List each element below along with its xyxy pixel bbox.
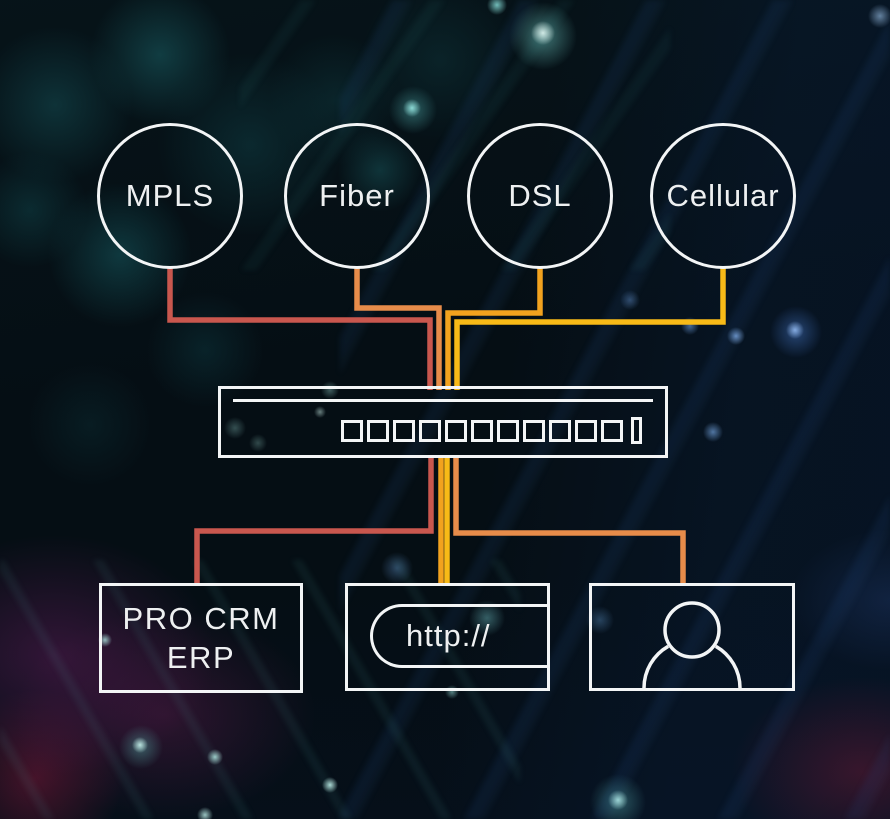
switch-port [601,419,623,442]
browser-box: http:// [345,583,550,691]
switch-top-line [233,399,653,402]
erp-label-line1: PRO CRM [122,601,280,636]
fiber-node: Fiber [284,123,430,269]
erp-box: PRO CRM ERP [99,583,303,693]
switch-node [218,386,668,458]
switch-port [341,419,363,442]
switch-port [471,419,493,442]
mpls-label: MPLS [125,178,215,213]
url-bar-pill: http:// [370,604,547,668]
switch-port [523,419,545,442]
dsl-node: DSL [467,123,613,269]
switch-port [497,419,519,442]
switch-port [445,419,467,442]
url-label: http:// [406,618,491,653]
mpls-node: MPLS [97,123,243,269]
switch-port [419,419,441,442]
dsl-label: DSL [508,178,572,213]
switch-port [549,419,571,442]
cellular-label: Cellular [666,178,780,213]
person-icon [642,601,742,688]
user-box [589,583,795,691]
fiber-label: Fiber [319,178,395,213]
erp-label-line2: ERP [166,640,236,675]
switch-port-small [631,417,642,444]
switch-port [393,419,415,442]
switch-port [575,419,597,442]
switch-port [367,419,389,442]
switch-port-row [341,417,642,444]
cellular-node: Cellular [650,123,796,269]
